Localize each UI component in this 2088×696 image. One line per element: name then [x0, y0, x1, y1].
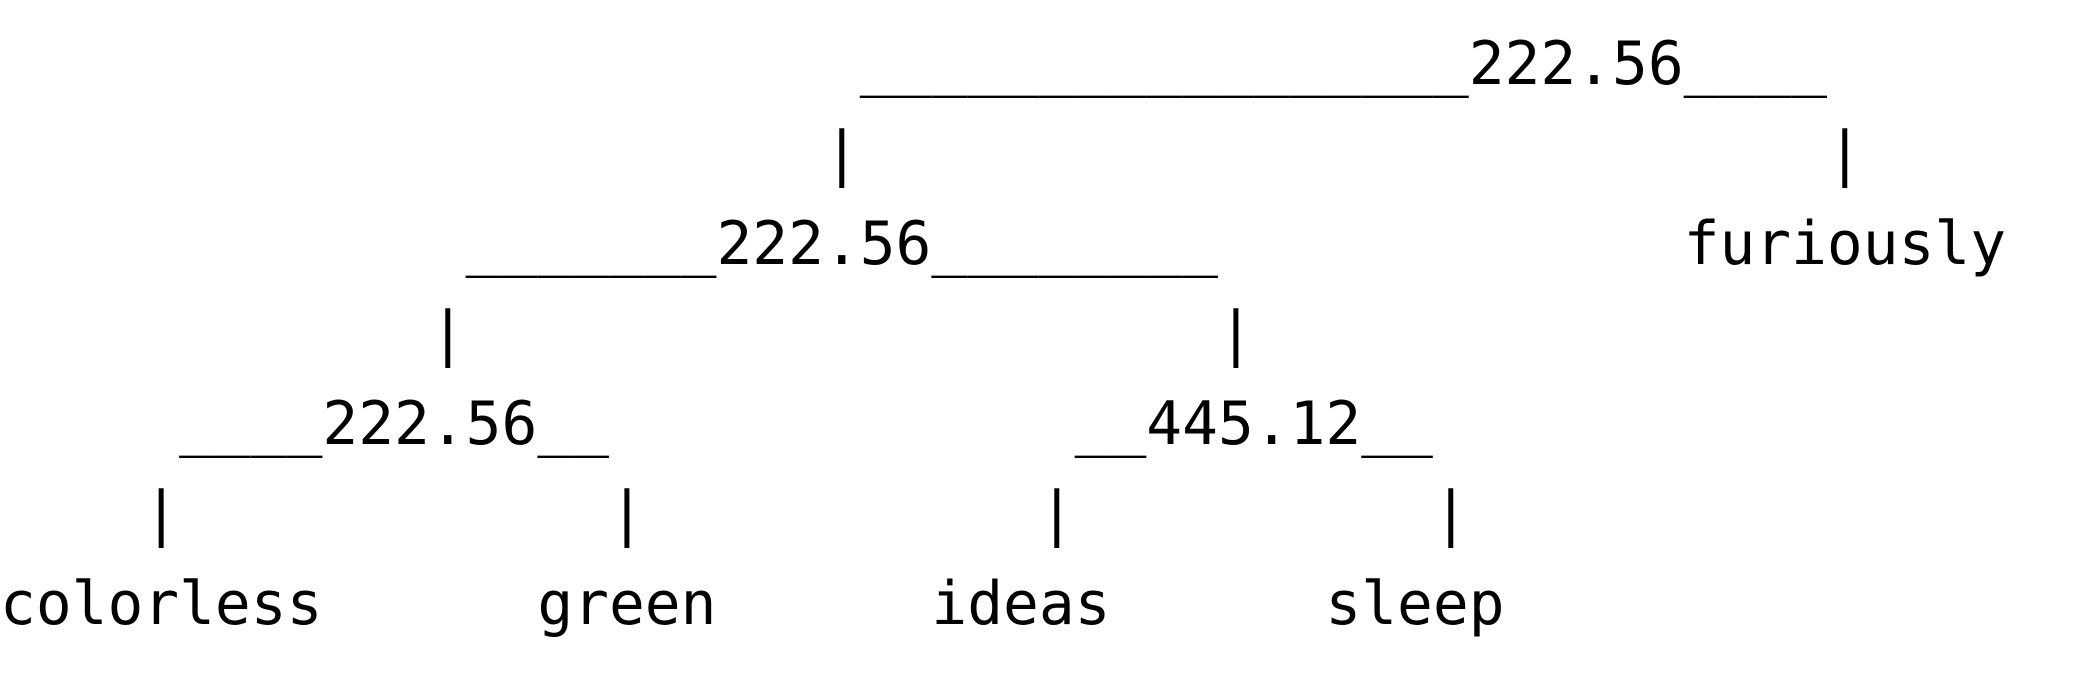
tree-line-root-node: _________________222.56____	[0, 30, 1827, 99]
tree-line-level-3-nodes: ____222.56__ __445.12__	[0, 390, 1433, 459]
tree-line-level-2-nodes: _______222.56________ furiously	[0, 210, 2007, 279]
tree-line-leaf-words: colorless green ideas sleep	[0, 570, 1505, 639]
tree-line-root-branches: | |	[0, 120, 1863, 189]
tree-line-level-3-branches: | | | |	[0, 480, 1469, 549]
tree-line-level-2-branches: | |	[0, 300, 1254, 369]
